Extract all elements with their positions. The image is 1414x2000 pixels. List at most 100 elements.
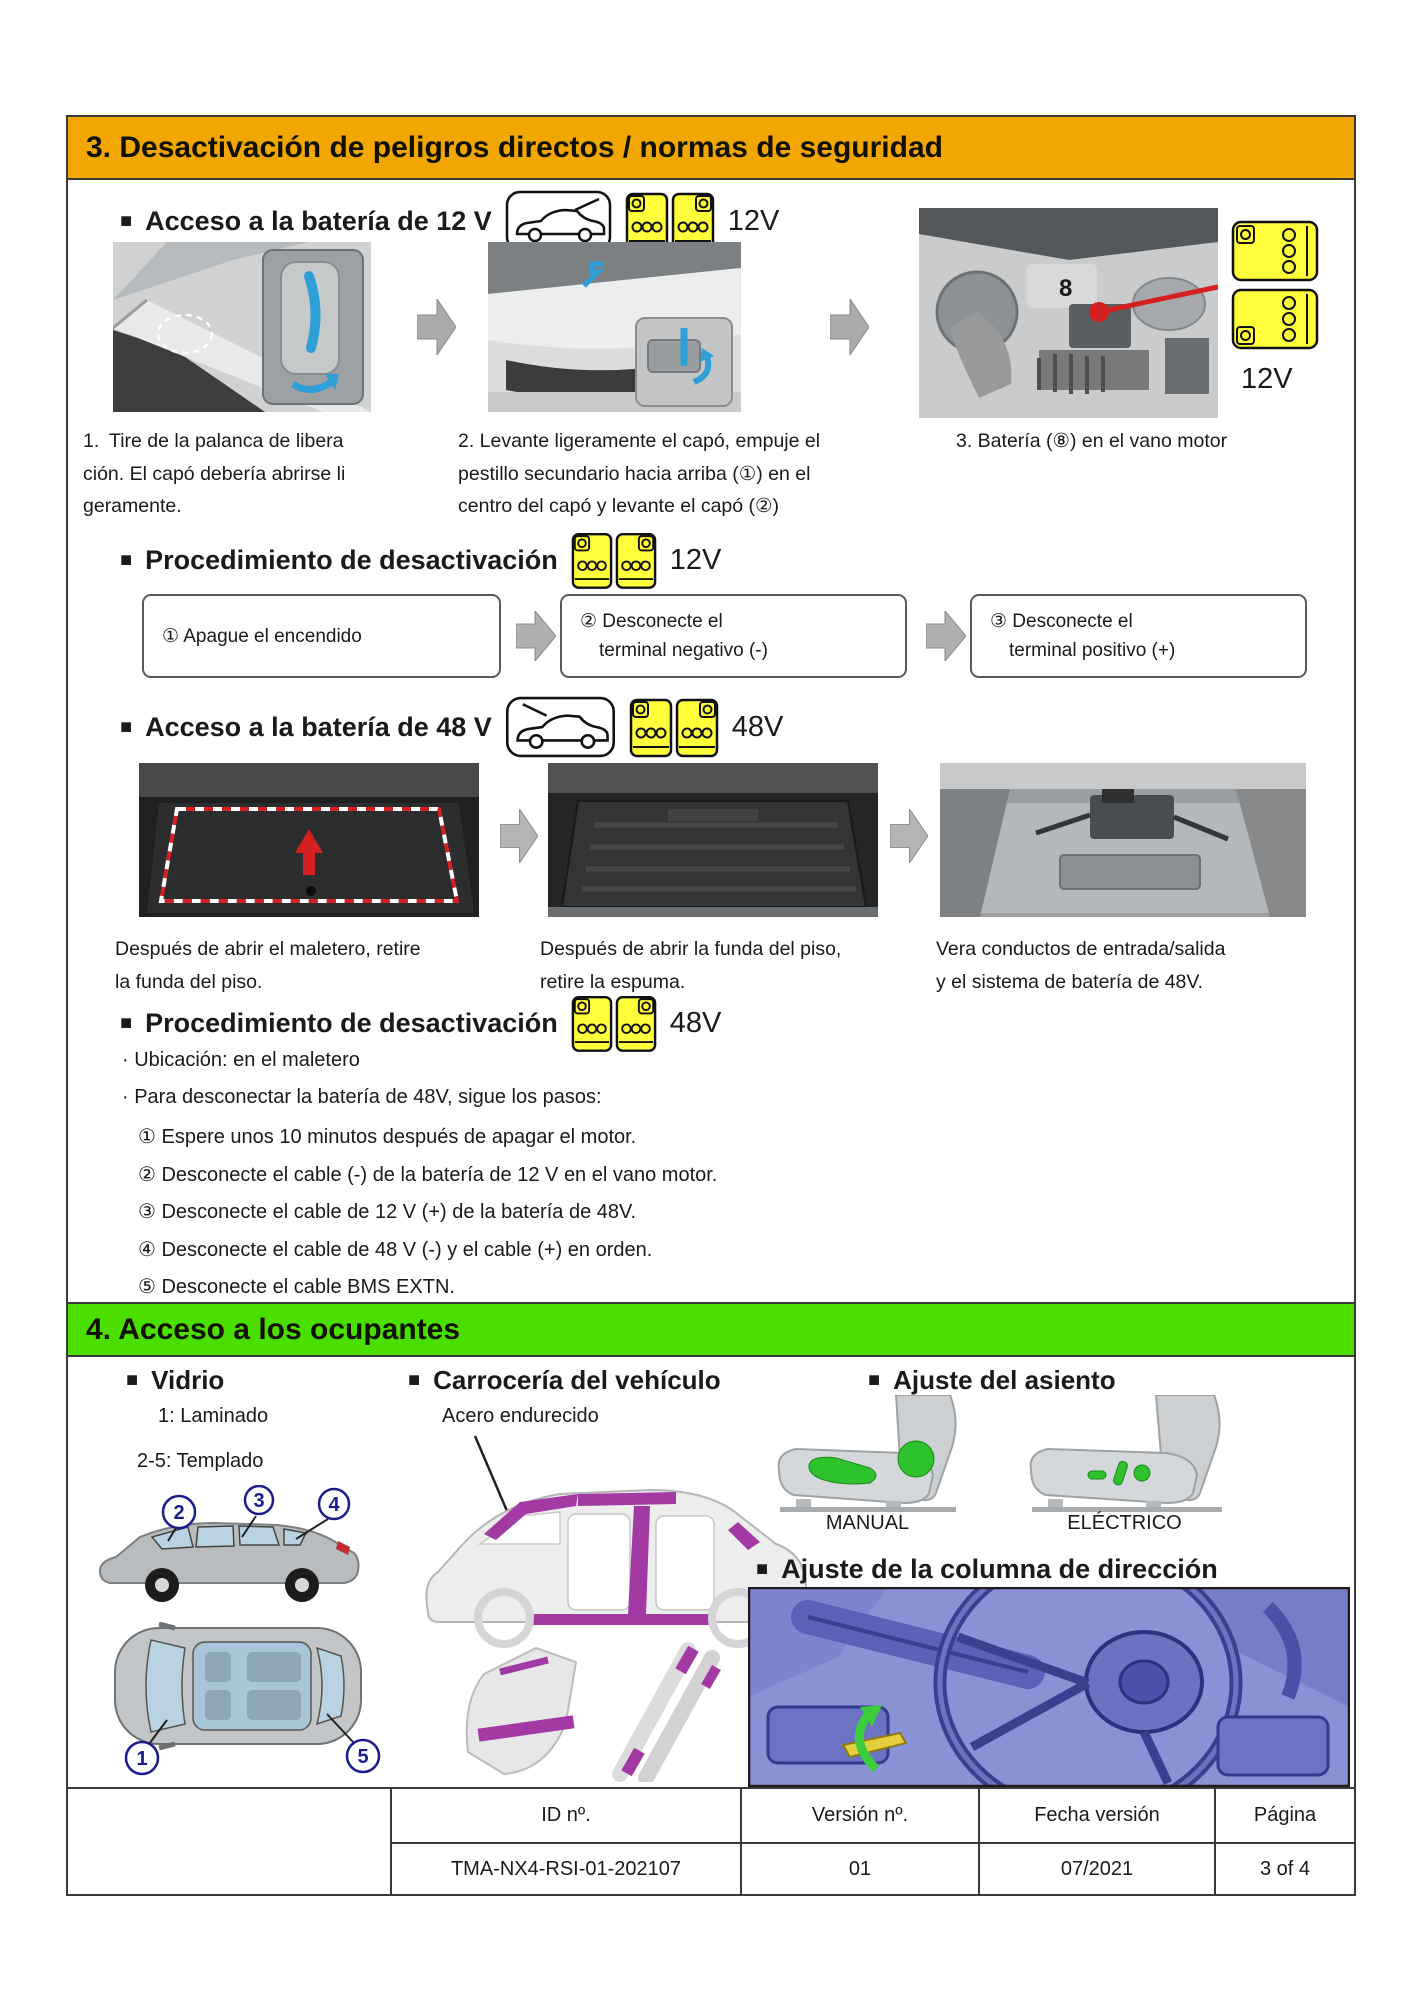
- deact48-step: ③ Desconecte el cable de 12 V (+) de la …: [138, 1201, 637, 1223]
- caption-hood-latch: 2. Levante ligeramente el capó, empuje e…: [458, 430, 821, 517]
- hood-latch-photo: [488, 242, 741, 412]
- section4-title: 4. Acceso a los ocupantes: [86, 1312, 461, 1346]
- battery-48v-icon: [571, 993, 613, 1053]
- section4-content: ■ Vidrio 1: Laminado 2-5: Templado: [68, 1357, 1354, 1787]
- section4-band: 4. Acceso a los ocupantes: [68, 1302, 1354, 1357]
- footer-value-date: 07/2021: [978, 1842, 1214, 1894]
- glass-type1-label: 1: Laminado: [158, 1405, 269, 1427]
- trunk-foam-tray-photo: [548, 763, 878, 917]
- steering-heading: Ajuste de la columna de dirección: [781, 1553, 1218, 1584]
- power-seat-label: ELÉCTRICO: [1067, 1512, 1182, 1534]
- access48-heading: Acceso a la batería de 48 V: [145, 711, 492, 742]
- arrow-right-icon: [417, 299, 456, 355]
- hood-release-photo: [113, 242, 371, 412]
- seat-heading: Ajuste del asiento: [893, 1364, 1116, 1395]
- footer-table: ID nº. Versión nº. Fecha versión Página …: [68, 1787, 1354, 1894]
- deact48-steps: ① Espere unos 10 minutos después de apag…: [138, 1119, 1288, 1307]
- seat-heading-row: ■ Ajuste del asiento: [868, 1365, 1116, 1395]
- engine-bay-block: 8 12V: [919, 208, 1320, 420]
- glass-top-view-diagram: 1 5: [97, 1622, 387, 1777]
- deact48-step: ④ Desconecte el cable de 48 V (-) y el c…: [138, 1238, 653, 1261]
- battery-12v-icon: [615, 530, 657, 590]
- footer-value-page: 3 of 4: [1214, 1842, 1354, 1894]
- battery-12v-icon: [625, 190, 669, 252]
- caption-trunk-foam: Después de abrir la funda del piso, reti…: [540, 938, 842, 993]
- trunk-open-icon: [505, 696, 616, 758]
- glass-callout-2: 2: [173, 1502, 184, 1524]
- caption-battery48-system: Vera conductos de entrada/salida y el si…: [936, 938, 1226, 993]
- battery-12v-icon: [571, 530, 613, 590]
- deact12-step-box: ① Apague el encendido: [142, 594, 501, 678]
- section3-title: 3. Desactivación de peligros directos / …: [86, 130, 943, 164]
- deact12-heading-row: ■ Procedimiento de desactivación 12V: [120, 529, 721, 591]
- battery-12v-icon: [1231, 288, 1320, 350]
- access12-heading: Acceso a la batería de 12 V: [145, 205, 492, 236]
- engine-voltage-label: 12V: [1241, 363, 1293, 395]
- footer-header-id: ID nº.: [390, 1789, 740, 1842]
- glass-callout-1: 1: [136, 1748, 147, 1770]
- arrow-right-icon: [926, 611, 966, 661]
- glass-callout-3: 3: [253, 1490, 264, 1512]
- steering-heading-row: ■ Ajuste de la columna de dirección: [756, 1554, 1218, 1584]
- battery48-system-photo: [940, 763, 1306, 917]
- arrow-right-icon: [830, 299, 869, 355]
- deact48-step: ② Desconecte el cable (-) de la batería …: [138, 1163, 718, 1186]
- square-bullet-icon: ■: [756, 1558, 769, 1580]
- body-material-label: Acero endurecido: [442, 1405, 599, 1427]
- square-bullet-icon: ■: [868, 1369, 881, 1391]
- square-bullet-icon: ■: [120, 716, 133, 738]
- deact48-heading-row: ■ Procedimiento de desactivación 48V: [120, 992, 721, 1054]
- deact48-step: ⑤ Desconecte el cable BMS EXTN.: [138, 1276, 455, 1298]
- arrow-right-icon: [516, 611, 556, 661]
- manual-seat-label: MANUAL: [825, 1512, 910, 1534]
- deact12-heading: Procedimiento de desactivación: [145, 544, 558, 575]
- manual-seat-diagram: [764, 1395, 971, 1512]
- caption-hood-release: 1. Tire de la palanca de libera ción. El…: [83, 430, 346, 517]
- deact12-voltage-label: 12V: [669, 543, 722, 576]
- caption-trunk-cover: Después de abrir el maletero, retire la …: [115, 938, 421, 993]
- glass-callout-4: 4: [328, 1494, 340, 1516]
- glass-heading-row: ■ Vidrio: [126, 1365, 224, 1395]
- deact12-step-box: ③ Desconecte el terminal positivo (+): [970, 594, 1307, 678]
- arrow-right-icon: [500, 809, 538, 863]
- footer-header-page: Página: [1214, 1789, 1354, 1842]
- glass-callout-5: 5: [357, 1746, 368, 1768]
- caption-engine-battery: 3. Batería (⑧) en el vano motor: [956, 430, 1228, 452]
- square-bullet-icon: ■: [408, 1369, 421, 1391]
- footer-value-version: 01: [740, 1842, 978, 1894]
- access12-voltage-label: 12V: [727, 204, 780, 237]
- footer-header-date: Fecha versión: [978, 1789, 1214, 1842]
- footer-empty-cell: [68, 1789, 390, 1894]
- square-bullet-icon: ■: [120, 549, 133, 571]
- power-seat-diagram: [1014, 1395, 1235, 1512]
- glass-heading: Vidrio: [151, 1364, 225, 1395]
- glass-side-view-diagram: 2 3 4: [92, 1485, 367, 1617]
- deact48-step: ① Espere unos 10 minutos después de apag…: [138, 1126, 637, 1148]
- footer-value-id: TMA-NX4-RSI-01-202107: [390, 1842, 740, 1894]
- access12-heading-row: ■ Acceso a la batería de 12 V: [120, 189, 779, 253]
- engine-bay-photo: 8: [919, 208, 1218, 418]
- deact48-intro-note: · Para desconectar la batería de 48V, si…: [122, 1086, 602, 1108]
- deact12-step-box: ② Desconecte el terminal negativo (-): [560, 594, 907, 678]
- deact48-heading: Procedimiento de desactivación: [145, 1007, 558, 1038]
- engine-battery-marker: 8: [1059, 275, 1072, 302]
- section3-band: 3. Desactivación de peligros directos / …: [68, 117, 1354, 180]
- square-bullet-icon: ■: [120, 210, 133, 232]
- trunk-floor-cover-photo: [139, 763, 479, 917]
- battery-48v-icon: [615, 993, 657, 1053]
- square-bullet-icon: ■: [126, 1369, 139, 1391]
- body-heading-row: ■ Carrocería del vehículo: [408, 1365, 721, 1395]
- battery-12v-icon: [671, 190, 715, 252]
- body-structure-diagram: [408, 1422, 868, 1782]
- arrow-right-icon: [890, 809, 928, 863]
- access48-voltage-label: 48V: [731, 710, 784, 743]
- footer-header-version: Versión nº.: [740, 1789, 978, 1842]
- rescue-sheet: 3. Desactivación de peligros directos / …: [66, 115, 1356, 1896]
- deact48-location-note: · Ubicación: en el maletero: [122, 1049, 360, 1071]
- glass-type2-label: 2-5: Templado: [137, 1450, 264, 1472]
- battery-48v-icon: [675, 696, 719, 758]
- battery-12v-icon: [1231, 220, 1320, 282]
- battery-48v-icon: [629, 696, 673, 758]
- deact48-voltage-label: 48V: [669, 1006, 722, 1039]
